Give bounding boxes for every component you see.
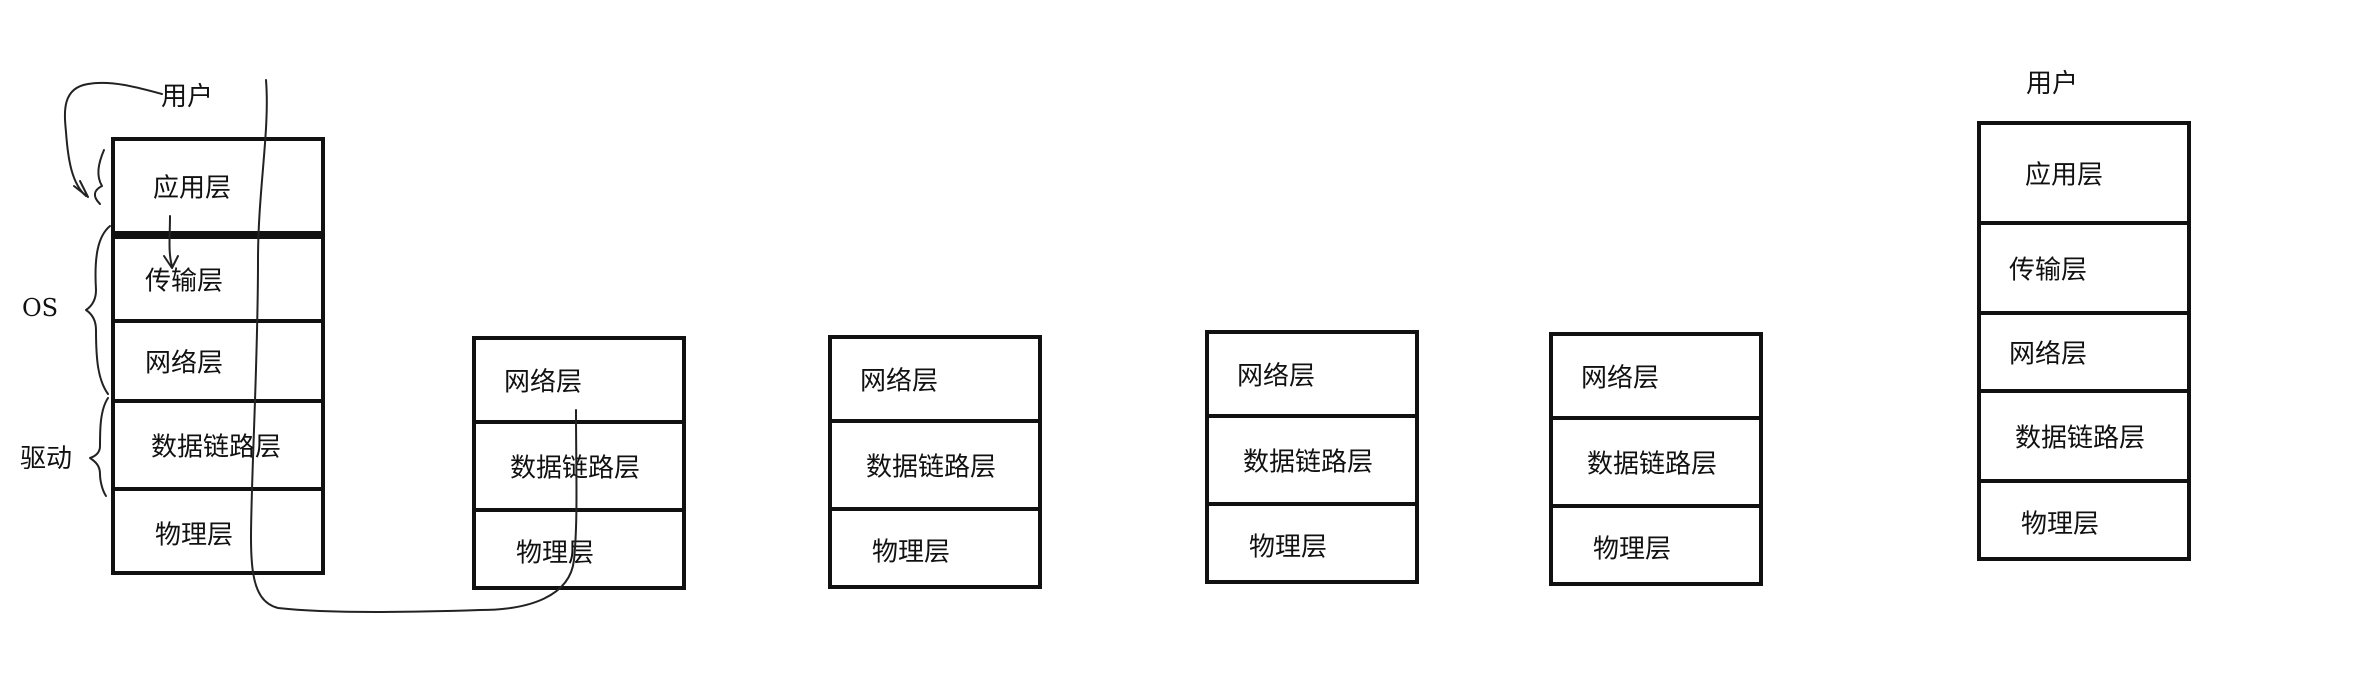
host-a-stack: 应用层 传输层 网络层 数据链路层 物理层 xyxy=(111,137,325,575)
host-b-stack: 应用层 传输层 网络层 数据链路层 物理层 xyxy=(1977,121,2191,561)
layer-label: 物理层 xyxy=(1593,534,1672,565)
layer-label: 物理层 xyxy=(2021,509,2100,540)
layer-cell: 网络层 xyxy=(832,339,1038,419)
os-brace xyxy=(85,225,111,395)
layer-cell: 物理层 xyxy=(1981,479,2187,561)
layer-label: 数据链路层 xyxy=(151,432,282,463)
user-label-right: 用户 xyxy=(2026,69,2079,99)
layer-cell: 物理层 xyxy=(1209,502,1415,584)
router-2-stack: 网络层 数据链路层 物理层 xyxy=(828,335,1042,589)
layer-label: 网络层 xyxy=(504,367,583,398)
layer-label: 数据链路层 xyxy=(866,452,997,483)
layer-label: 物理层 xyxy=(155,520,234,551)
layer-cell: 数据链路层 xyxy=(1553,416,1759,504)
layer-cell: 数据链路层 xyxy=(832,419,1038,507)
router-1-stack: 网络层 数据链路层 物理层 xyxy=(472,336,686,590)
layer-label: 网络层 xyxy=(2009,339,2088,370)
layer-cell: 应用层 xyxy=(115,141,321,231)
layer-cell: 数据链路层 xyxy=(476,420,682,508)
layer-label: 物理层 xyxy=(516,538,595,569)
user-label-left: 用户 xyxy=(161,82,214,112)
layer-label: 数据链路层 xyxy=(1243,447,1374,478)
layer-label: 网络层 xyxy=(1581,363,1660,394)
layer-cell: 物理层 xyxy=(115,487,321,575)
router-4-stack: 网络层 数据链路层 物理层 xyxy=(1549,332,1763,586)
user-loop-arrowhead xyxy=(73,180,89,198)
layer-label: 物理层 xyxy=(872,537,951,568)
layer-cell: 网络层 xyxy=(1209,334,1415,414)
layer-cell: 物理层 xyxy=(476,508,682,590)
layer-label: 应用层 xyxy=(2025,160,2104,191)
layer-cell: 网络层 xyxy=(476,340,682,420)
layer-cell: 网络层 xyxy=(115,319,321,399)
layer-cell: 物理层 xyxy=(832,507,1038,589)
layer-label: 网络层 xyxy=(145,348,224,379)
layer-label: 数据链路层 xyxy=(510,453,641,484)
layer-cell: 数据链路层 xyxy=(1209,414,1415,502)
layer-cell: 物理层 xyxy=(1553,504,1759,586)
layer-cell: 应用层 xyxy=(1981,125,2187,221)
layer-label: 网络层 xyxy=(860,366,939,397)
layer-cell: 传输层 xyxy=(115,231,321,319)
layer-cell: 数据链路层 xyxy=(1981,389,2187,479)
layer-cell: 数据链路层 xyxy=(115,399,321,487)
layer-cell: 网络层 xyxy=(1553,336,1759,416)
layer-label: 网络层 xyxy=(1237,361,1316,392)
router-3-stack: 网络层 数据链路层 物理层 xyxy=(1205,330,1419,584)
layer-label: 数据链路层 xyxy=(2015,423,2146,454)
layer-label: 应用层 xyxy=(153,173,232,204)
app-brace xyxy=(94,149,105,205)
os-label: OS xyxy=(22,294,59,322)
driver-label: 驱动 xyxy=(20,444,73,474)
driver-brace xyxy=(89,397,109,497)
layer-label: 物理层 xyxy=(1249,532,1328,563)
layer-label: 传输层 xyxy=(2009,255,2088,286)
layer-cell: 网络层 xyxy=(1981,311,2187,389)
layer-label: 传输层 xyxy=(145,266,224,297)
layer-cell: 传输层 xyxy=(1981,221,2187,311)
layer-label: 数据链路层 xyxy=(1587,449,1718,480)
